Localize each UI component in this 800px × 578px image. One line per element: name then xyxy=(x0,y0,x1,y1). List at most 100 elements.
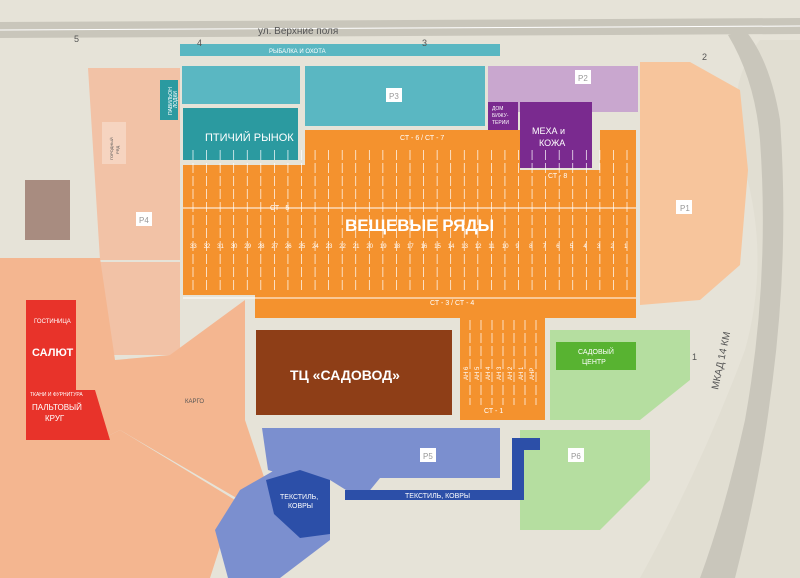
gate-2: 2 xyxy=(702,52,707,62)
textile-label-1: ТЕКСТИЛЬ, xyxy=(280,494,318,501)
p3-text: P3 xyxy=(389,92,399,101)
row-number: 2 xyxy=(610,244,614,250)
fishing-strip xyxy=(180,44,500,56)
row-number: 32 xyxy=(204,244,211,250)
an-row-label: АН 6 xyxy=(464,366,470,380)
p1-text: P1 xyxy=(680,204,690,213)
row-number: 28 xyxy=(258,244,265,250)
jewelry-house[interactable] xyxy=(488,102,518,130)
top-road-label: ул. Верхние поля xyxy=(258,26,338,37)
cargo-yard xyxy=(102,122,126,164)
parking-p6: P6 xyxy=(568,448,584,462)
fur-label-1: МЕХА и xyxy=(532,126,565,136)
gate-3: 3 xyxy=(422,38,427,48)
row-number: 27 xyxy=(271,244,278,250)
row-number: 12 xyxy=(475,244,482,250)
textile-long-label: ТЕКСТИЛЬ, КОВРЫ xyxy=(405,493,470,500)
green-p6-area xyxy=(520,430,650,530)
an-row-label: АН 2 xyxy=(508,366,514,380)
row-number: 8 xyxy=(529,244,533,250)
pavilion-label-2: ЛОДКИ xyxy=(173,91,179,108)
row-number: 14 xyxy=(448,244,455,250)
textile-building[interactable] xyxy=(266,470,330,538)
row-number: 19 xyxy=(380,244,387,250)
red-complex[interactable] xyxy=(26,300,110,440)
top-road-line xyxy=(0,25,800,31)
parking-p5: P5 xyxy=(420,448,436,462)
peach-p1-area xyxy=(640,62,748,305)
row-number: 17 xyxy=(407,244,414,250)
an-row-label: АН 1 xyxy=(519,366,525,380)
an-row-label: АН 5 xyxy=(475,366,481,380)
row-number: 29 xyxy=(244,244,251,250)
an-row-label: АНР xyxy=(530,368,536,380)
aisle-st34: СТ - 3 / СТ - 4 xyxy=(430,300,474,307)
pavilion-label-1: ПАВИЛЬОН xyxy=(168,87,174,115)
an-row-label: АН 3 xyxy=(497,366,503,380)
row-number: 23 xyxy=(326,244,333,250)
fur-label-2: КОЖА xyxy=(539,138,565,148)
salut-label: САЛЮТ xyxy=(32,347,74,359)
row-number: 13 xyxy=(461,244,468,250)
row-number: 4 xyxy=(583,244,587,250)
peach-west-area xyxy=(100,262,180,355)
left-building xyxy=(25,180,70,240)
things-rows-label: ВЕЩЕВЫЕ РЯДЫ xyxy=(345,216,494,235)
row-number: 5 xyxy=(570,244,574,250)
cargo-yard-label-1: ГОРОДНЫЙ xyxy=(109,137,114,160)
things-rows[interactable] xyxy=(183,130,636,420)
row-number: 10 xyxy=(502,244,509,250)
fishing-label: РЫБАЛКА И ОХОТА xyxy=(269,49,326,55)
row-number: 11 xyxy=(488,244,495,250)
hotel-label: ГОСТИНИЦА xyxy=(34,319,71,325)
garden-label-1: САДОВЫЙ xyxy=(578,347,614,356)
parking-p1: P1 xyxy=(676,200,692,214)
textile-strip[interactable] xyxy=(345,438,540,500)
textile-label-2: КОВРЫ xyxy=(288,503,313,510)
coat-label-2: КРУГ xyxy=(45,414,65,423)
an-row-label: АН 4 xyxy=(486,366,492,380)
peach-p4-area xyxy=(88,68,180,260)
parking-p4: P4 xyxy=(136,212,152,226)
blue-p5-area xyxy=(262,428,500,500)
cargo-label: КАРГО xyxy=(185,399,204,405)
mall-label: ТЦ «САДОВОД» xyxy=(290,367,400,383)
aisle-st67: СТ - 6 / СТ - 7 xyxy=(400,135,444,142)
row-number: 9 xyxy=(516,244,520,250)
row-number: 18 xyxy=(393,244,400,250)
aisle-st1: СТ - 1 xyxy=(484,408,503,415)
row-number: 16 xyxy=(421,244,428,250)
row-number: 31 xyxy=(217,244,224,250)
p6-text: P6 xyxy=(571,452,581,461)
jewelry-label-3: ТЕРИИ xyxy=(492,120,509,126)
gate-1: 1 xyxy=(692,352,697,362)
sewing-label: ТКАНИ И ФУРНИТУРА xyxy=(30,392,83,398)
gate-4: 4 xyxy=(197,38,202,48)
bird-market-label: ПТИЧИЙ РЫНОК xyxy=(205,131,294,144)
aisle-st5: СТ - 5 xyxy=(270,205,289,212)
row-number: 15 xyxy=(434,244,441,250)
p4-text: P4 xyxy=(139,216,149,225)
row-number: 6 xyxy=(556,244,560,250)
aisle-st8: СТ - 8 xyxy=(548,173,567,180)
row-number: 1 xyxy=(624,244,628,250)
mall-building[interactable] xyxy=(256,330,452,415)
cargo-yard-label-2: РЯД xyxy=(115,146,120,154)
row-number: 7 xyxy=(543,244,547,250)
row-number: 22 xyxy=(339,244,346,250)
garden-label-2: ЦЕНТР xyxy=(582,359,606,366)
garden-center[interactable] xyxy=(556,342,636,370)
p2-text: P2 xyxy=(578,74,588,83)
row-number: 25 xyxy=(299,244,306,250)
row-number: 26 xyxy=(285,244,292,250)
parking-p3: P3 xyxy=(386,88,402,102)
bird-market[interactable] xyxy=(183,108,298,160)
pavilion-boats[interactable] xyxy=(160,80,178,120)
row-stripes xyxy=(192,150,628,290)
parking-p2: P2 xyxy=(575,70,591,84)
gate-5: 5 xyxy=(74,34,79,44)
row-number: 21 xyxy=(353,244,360,250)
teal-zone-nw xyxy=(182,66,300,104)
